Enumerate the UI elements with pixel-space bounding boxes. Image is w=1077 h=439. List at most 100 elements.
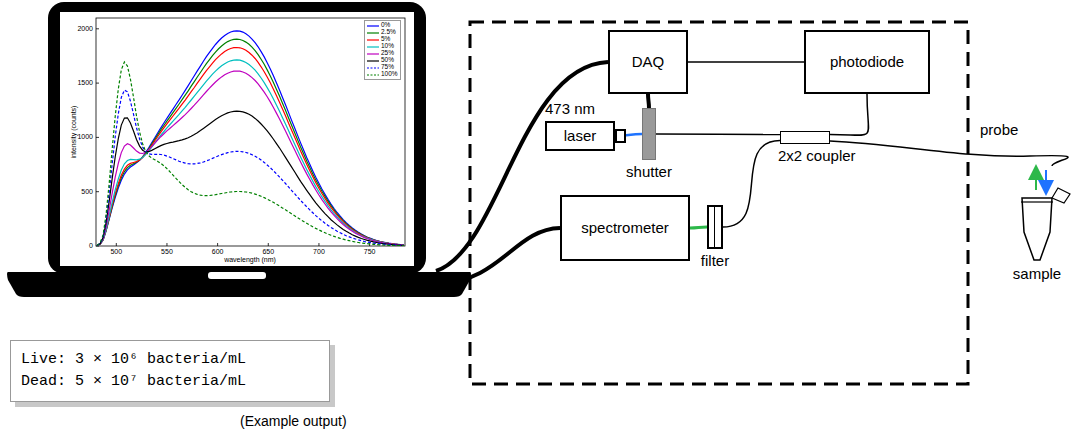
tick-mark (268, 243, 269, 246)
coupler-box (780, 131, 830, 144)
axis-tick-label: 500 (81, 188, 93, 196)
box-label: photodiode (830, 53, 904, 71)
sample-label: sample (1013, 266, 1061, 283)
laptop-screen (48, 2, 426, 274)
legend-text: 0% (381, 22, 390, 29)
legend-row: 5% (367, 36, 398, 43)
box-label: DAQ (632, 53, 665, 71)
probe-fiber (830, 141, 1068, 166)
legend-text: 10% (381, 43, 394, 50)
legend-line (367, 39, 379, 40)
legend-line (367, 32, 379, 33)
spectrum-line (97, 31, 404, 246)
legend-line (367, 60, 379, 61)
legend-line (367, 53, 379, 54)
tick-mark (166, 243, 167, 246)
spectrum-line (97, 71, 404, 246)
axis-tick-label: 700 (313, 248, 325, 256)
tick-mark (116, 243, 117, 246)
spectrum-line (97, 90, 404, 245)
axis-ticks (96, 29, 370, 246)
laser-box: laser (545, 121, 615, 151)
legend-sample (367, 58, 379, 64)
fiber-link (656, 133, 780, 135)
axis-tick-label: 750 (364, 248, 376, 256)
fiber-link (690, 227, 707, 228)
wavelength-label: 473 nm (545, 100, 615, 118)
legend-row: 0% (367, 22, 398, 29)
chart-legend: 0%2.5%5%10%25%50%75%100% (364, 20, 401, 80)
legend-sample (367, 23, 379, 29)
legend-sample (367, 72, 379, 78)
plot-frame (96, 18, 405, 246)
tick-mark (96, 28, 99, 29)
legend-line (367, 67, 379, 68)
laser-unit: 473 nm laser (545, 100, 615, 151)
legend-sample (367, 30, 379, 36)
laptop-base (7, 272, 471, 297)
daq-box: DAQ (608, 30, 688, 94)
legend-sample (367, 37, 379, 43)
legend-row: 10% (367, 43, 398, 50)
axis-tick-label: 0 (89, 242, 93, 250)
spectrum-line (97, 111, 404, 245)
fiber-link (646, 94, 651, 108)
part-label: 2x2 coupler (778, 147, 856, 165)
legend-row: 25% (367, 50, 398, 57)
axis-tick-label: 550 (161, 248, 173, 256)
screen-display (60, 12, 414, 266)
tick-mark (217, 243, 218, 246)
excitation-arrow (1045, 170, 1047, 188)
probe-label: probe (980, 122, 1018, 139)
axis-tick-label: 2000 (77, 25, 93, 33)
filter-unit: filter (701, 205, 729, 270)
output-box: Live: 3 × 10⁶ bacteria/mLDead: 5 × 10⁷ b… (10, 340, 330, 402)
laptop-notch (208, 272, 266, 279)
axis-tick-label: 1500 (77, 79, 93, 87)
output-line: Dead: 5 × 10⁷ bacteria/mL (21, 371, 319, 393)
legend-text: 50% (381, 57, 394, 64)
axis-tick-label: 600 (212, 248, 224, 256)
photodiode-box: photodiode (804, 30, 930, 94)
axis-title: wavelength (nm) (224, 256, 276, 264)
shutter-bar (642, 108, 656, 160)
legend-line (367, 25, 379, 26)
spectra-curves (97, 31, 404, 246)
spectrum-line (97, 39, 404, 245)
legend-line (367, 46, 379, 47)
legend-sample (367, 51, 379, 57)
legend-sample (367, 65, 379, 71)
legend-text: 5% (381, 36, 390, 43)
spectrum-line (97, 62, 404, 246)
axis-tick-label: 500 (110, 248, 122, 256)
legend-text: 25% (381, 50, 394, 57)
axis-tick-label: 650 (262, 248, 274, 256)
tube-rim (1021, 201, 1053, 202)
shutter-unit: shutter (626, 108, 672, 181)
fiber-link (830, 94, 869, 135)
device-enclosure (470, 22, 968, 384)
sample-tube (1022, 198, 1052, 260)
legend-row: 50% (367, 57, 398, 64)
legend-row: 75% (367, 64, 398, 71)
part-label: shutter (626, 163, 672, 181)
caption-note: (Example output) (240, 414, 347, 429)
tick-mark (96, 191, 99, 192)
usb-cable (440, 228, 560, 283)
legend-text: 75% (381, 64, 394, 71)
legend-sample (367, 44, 379, 50)
tube-cap (1052, 188, 1070, 203)
legend-line (367, 74, 379, 75)
tick-mark (96, 83, 99, 84)
part-label: filter (701, 252, 729, 270)
spectrometer-box: spectrometer (560, 195, 690, 261)
box-label: laser (564, 127, 597, 145)
axis-title: intensity (counts) (70, 106, 78, 159)
tick-mark (318, 243, 319, 246)
legend-row: 100% (367, 71, 398, 78)
legend-text: 2.5% (381, 29, 396, 36)
fiber-link (688, 61, 804, 63)
filter-inner-line (714, 207, 715, 247)
box-label: spectrometer (581, 219, 669, 237)
